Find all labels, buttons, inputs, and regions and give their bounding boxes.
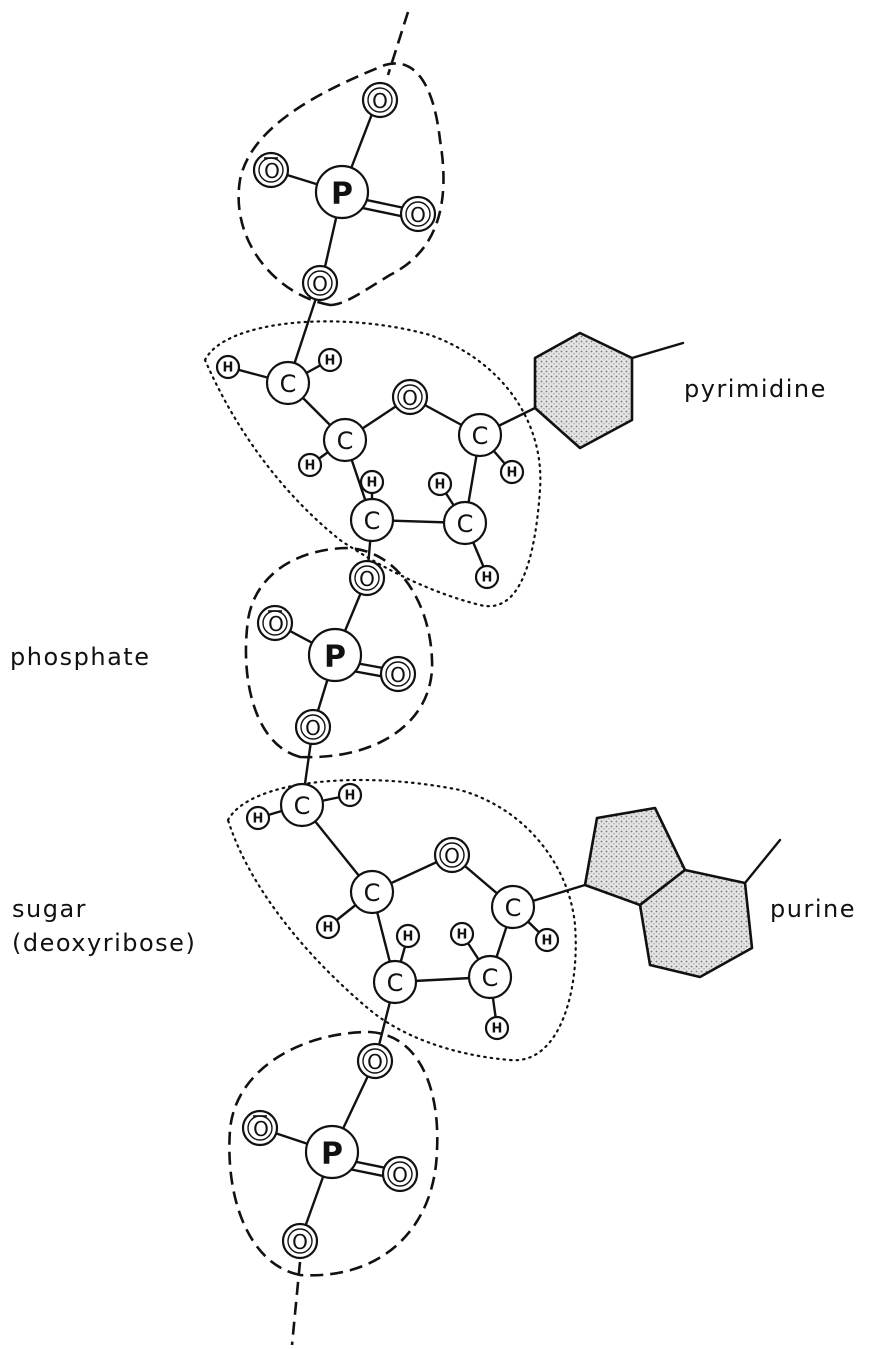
svg-text:C: C bbox=[280, 370, 297, 398]
hydrogen-atom: H bbox=[245, 805, 271, 831]
svg-text:P: P bbox=[321, 1137, 343, 1172]
svg-text:H: H bbox=[542, 934, 553, 949]
svg-text:H: H bbox=[492, 1022, 503, 1037]
svg-text:O: O bbox=[444, 844, 460, 868]
svg-text:H: H bbox=[305, 459, 316, 474]
hydrogen-atom: H bbox=[317, 347, 343, 373]
phosphorus-atom: P bbox=[304, 1124, 360, 1180]
hydrogen-atom: H bbox=[534, 927, 560, 953]
svg-text:H: H bbox=[325, 354, 336, 369]
oxygen-atom: O bbox=[399, 195, 437, 233]
svg-text:O: O bbox=[372, 89, 388, 113]
strand-continuation-top bbox=[386, 11, 410, 76]
oxygen-atom: O bbox=[381, 1155, 419, 1193]
deoxyribose-label: (deoxyribose) bbox=[12, 929, 196, 957]
svg-text:C: C bbox=[364, 507, 381, 535]
svg-text:O: O bbox=[253, 1117, 269, 1141]
svg-text:C: C bbox=[457, 510, 474, 538]
carbon-atom: C bbox=[349, 869, 395, 915]
hydrogen-atom: H bbox=[215, 354, 241, 380]
svg-text:O: O bbox=[402, 386, 418, 410]
svg-text:H: H bbox=[323, 921, 334, 936]
svg-text:H: H bbox=[253, 812, 264, 827]
svg-text:O: O bbox=[292, 1230, 308, 1254]
phosphorus-atom: P bbox=[307, 627, 363, 683]
oxygen-anion-atom: O bbox=[252, 151, 290, 189]
carbon-atom: C bbox=[442, 500, 488, 546]
svg-text:C: C bbox=[387, 969, 404, 997]
svg-text:O: O bbox=[264, 159, 280, 183]
svg-text:O: O bbox=[305, 716, 321, 740]
svg-text:O: O bbox=[390, 663, 406, 687]
purine-base bbox=[583, 806, 782, 979]
oxygen-atom: O bbox=[348, 559, 386, 597]
svg-text:O: O bbox=[268, 612, 284, 636]
phosphate-group-outline-2 bbox=[244, 546, 434, 759]
svg-text:C: C bbox=[505, 894, 522, 922]
pyrimidine-base bbox=[533, 331, 685, 450]
hydrogen-atom: H bbox=[484, 1015, 510, 1041]
sugar-group-outline-2 bbox=[226, 778, 577, 1062]
carbon-atom: C bbox=[322, 417, 368, 463]
svg-text:P: P bbox=[324, 640, 346, 675]
phosphorus-atom: P bbox=[314, 164, 370, 220]
oxygen-anion-atom: O bbox=[256, 604, 294, 642]
svg-text:H: H bbox=[482, 571, 493, 586]
pyrimidine-label: pyrimidine bbox=[684, 375, 827, 403]
hydrogen-atom: H bbox=[297, 452, 323, 478]
svg-text:C: C bbox=[482, 964, 499, 992]
svg-text:H: H bbox=[367, 476, 378, 491]
sugar-group-outline-1 bbox=[203, 320, 542, 608]
svg-text:H: H bbox=[457, 928, 468, 943]
svg-text:C: C bbox=[472, 422, 489, 450]
carbon-atom: C bbox=[265, 360, 311, 406]
svg-text:H: H bbox=[403, 930, 414, 945]
oxygen-atom: O bbox=[379, 655, 417, 693]
svg-text:O: O bbox=[312, 272, 328, 296]
oxygen-atom: O bbox=[301, 264, 339, 302]
svg-text:C: C bbox=[364, 879, 381, 907]
oxygen-atom: O bbox=[361, 81, 399, 119]
hydrogen-atom: H bbox=[427, 471, 453, 497]
svg-text:C: C bbox=[337, 427, 354, 455]
sugar-label: sugar bbox=[12, 895, 87, 923]
svg-text:P: P bbox=[331, 177, 353, 212]
svg-text:O: O bbox=[392, 1163, 408, 1187]
hydrogen-atom: H bbox=[359, 469, 385, 495]
carbon-atom: C bbox=[349, 497, 395, 543]
svg-text:H: H bbox=[435, 478, 446, 493]
oxygen-atom: O bbox=[294, 708, 332, 746]
oxygen-atom: O bbox=[356, 1042, 394, 1080]
phosphate-group-outline-1 bbox=[237, 62, 445, 307]
svg-text:H: H bbox=[507, 466, 518, 481]
hydrogen-atom: H bbox=[337, 782, 363, 808]
carbon-atom: C bbox=[457, 412, 503, 458]
hydrogen-atom: H bbox=[474, 564, 500, 590]
carbon-atom: C bbox=[490, 884, 536, 930]
phosphate-group-outline-3 bbox=[228, 1030, 439, 1277]
hydrogen-atom: H bbox=[499, 459, 525, 485]
purine-label: purine bbox=[770, 895, 856, 923]
hydrogen-atom: H bbox=[449, 921, 475, 947]
svg-text:H: H bbox=[345, 789, 356, 804]
svg-text:O: O bbox=[367, 1050, 383, 1074]
phosphate-label: phosphate bbox=[10, 643, 150, 671]
oxygen-atom: O bbox=[391, 378, 429, 416]
carbon-atom: C bbox=[467, 954, 513, 1000]
carbon-atom: C bbox=[279, 782, 325, 828]
oxygen-atom: O bbox=[281, 1222, 319, 1260]
svg-text:C: C bbox=[294, 792, 311, 820]
svg-text:O: O bbox=[359, 567, 375, 591]
hydrogen-atom: H bbox=[395, 923, 421, 949]
strand-continuation-bottom bbox=[290, 1261, 302, 1346]
oxygen-atom: O bbox=[433, 836, 471, 874]
carbon-atom: C bbox=[372, 959, 418, 1005]
svg-text:H: H bbox=[223, 361, 234, 376]
hydrogen-atom: H bbox=[315, 914, 341, 940]
svg-text:O: O bbox=[410, 203, 426, 227]
oxygen-anion-atom: O bbox=[241, 1109, 279, 1147]
